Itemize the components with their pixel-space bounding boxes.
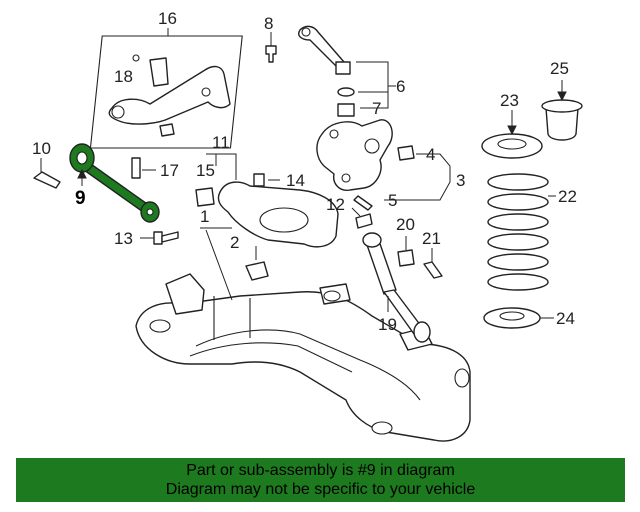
label-19: 19 [378,315,397,334]
part-19-shock [362,232,431,343]
part-8-bolt [265,32,277,63]
label-5: 5 [388,191,397,210]
label-16: 16 [158,9,177,28]
label-17: 17 [160,161,179,180]
label-15: 15 [196,161,215,180]
label-7: 7 [372,99,381,118]
part-22-spring [487,173,556,291]
footer-line-1: Part or sub-assembly is #9 in diagram [186,462,455,479]
footer-line-2: Diagram may not be specific to your vehi… [165,481,476,498]
crossmember [135,227,471,442]
callout-labels: 1 2 3 4 5 6 7 8 9 10 11 12 13 14 15 16 1… [32,9,577,334]
label-9: 9 [75,188,86,209]
footer-banner: Part or sub-assembly is #9 in diagram Di… [16,458,625,502]
suspension-parts-diagram: 1 2 3 4 5 6 7 8 9 10 11 12 13 14 15 16 1… [32,9,583,442]
part-25-bump-stop [541,80,583,141]
label-24: 24 [556,309,575,328]
label-10: 10 [32,139,51,158]
label-12: 12 [326,195,345,214]
label-14: 14 [286,171,305,190]
label-18: 18 [114,67,133,86]
lower-arm [195,153,339,248]
part-13-bolt [140,231,179,245]
label-2: 2 [230,233,239,252]
part-24-insulator [483,307,554,329]
part-2-bumper [245,246,269,281]
knuckle [316,119,451,211]
part-23-seat [481,110,543,159]
part-10-bolt [33,158,61,189]
label-11: 11 [212,133,230,152]
label-3: 3 [456,171,465,190]
part-20-bushing [397,236,415,267]
label-4: 4 [426,145,435,164]
label-6: 6 [396,77,405,96]
label-20: 20 [396,215,415,234]
label-21: 21 [422,229,441,248]
part-12-bolt [351,207,373,229]
part-9-lateral-link [69,143,160,223]
label-8: 8 [264,14,273,33]
part-21-bolt [423,248,443,279]
label-22: 22 [558,187,577,206]
label-23: 23 [500,91,519,110]
part-17-stud [131,157,156,179]
part-6-link [298,25,396,117]
label-13: 13 [114,229,133,248]
label-25: 25 [550,59,569,78]
inset-box [89,28,243,149]
label-1: 1 [200,207,209,226]
